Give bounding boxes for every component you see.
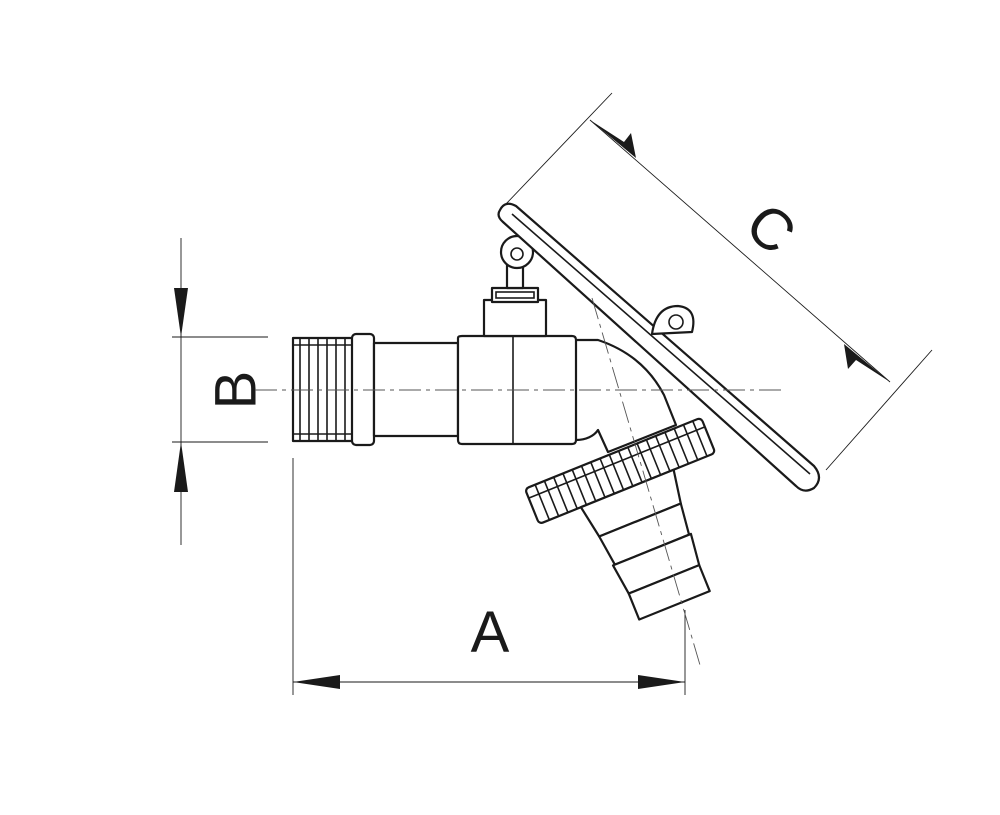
arrow-down [174, 288, 188, 337]
arrow-left [293, 675, 340, 689]
hex-nut [350, 332, 376, 447]
arrow-se [844, 344, 890, 382]
center-lines [255, 297, 785, 666]
arrow-up [174, 442, 188, 492]
hose-connector [525, 417, 716, 621]
valve-stem [482, 298, 548, 338]
dimension-b: B [172, 238, 268, 545]
body-neck [372, 341, 460, 438]
threaded-inlet [291, 336, 355, 443]
lever-lug [650, 304, 695, 336]
arrow-nw [590, 120, 636, 158]
outlet-elbow [570, 338, 678, 454]
dimension-a-label: A [471, 600, 510, 665]
dimension-a: A [292, 458, 686, 695]
lever-handle [497, 202, 821, 492]
arrow-right [638, 675, 685, 689]
stem-nut [490, 286, 540, 304]
valve-body [291, 234, 678, 454]
hose-tip [627, 564, 711, 621]
